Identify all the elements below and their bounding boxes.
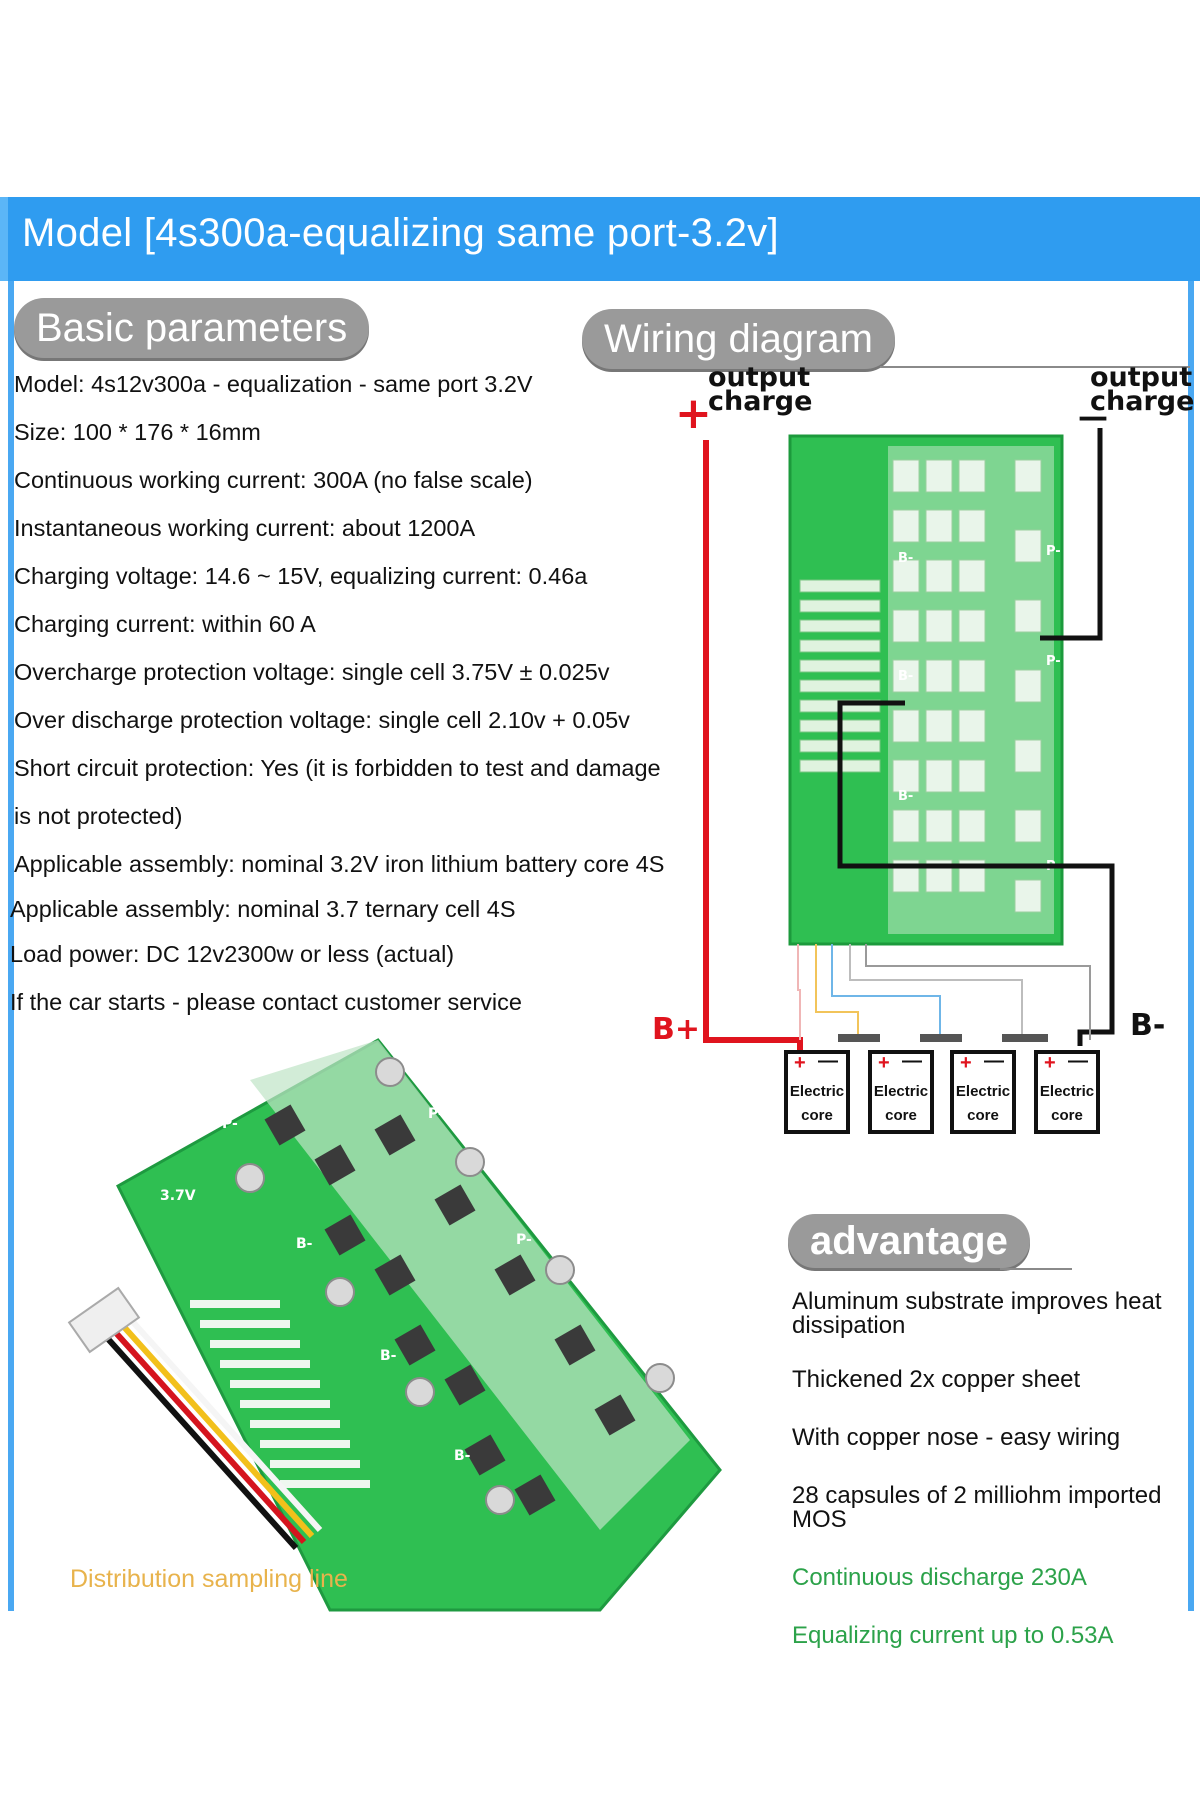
sense-wire-3 [831,944,941,1040]
advantage-item: Thickened 2x copper sheet [792,1366,1081,1393]
param-item: Size: 100 * 176 * 16mm [14,419,261,445]
b-minus-label: B- [1130,1008,1166,1043]
advantage-item-highlight: Equalizing current up to 0.53A [792,1622,1114,1649]
battery-cell: + — Electric core [868,1050,934,1134]
svg-text:P-: P- [516,1232,532,1248]
advantage-item: 28 capsules of 2 milliohm imported MOS [792,1482,1162,1533]
bms-board-photo: P- P- B- B- B- P- 3.7V [116,1038,722,1612]
cell-minus-sign: — [818,1050,838,1072]
svg-text:P-: P- [1046,544,1061,559]
cell-minus-sign: — [902,1050,922,1072]
basic-parameters-list: Model: 4s12v300a - equalization - same p… [10,360,704,1026]
param-item: Overcharge protection voltage: single ce… [14,659,610,685]
param-item: Charging voltage: 14.6 ~ 15V, equalizing… [14,563,588,589]
param-item: Over discharge protection voltage: singl… [14,707,630,733]
sense-wire-5 [865,944,1091,1040]
battery-cell: + — Electric core [950,1050,1016,1134]
svg-text:B-: B- [898,669,913,684]
cell-label: Electric core [955,1083,1011,1124]
svg-text:3.7V: 3.7V [160,1188,196,1204]
sampling-cable [67,1286,323,1551]
output-charge-right-label: output charge [1090,362,1195,417]
cell-plus-sign: + [960,1052,972,1074]
title-banner: Model [4s300a-equalizing same port-3.2v] [0,197,1200,281]
battery-cell: + — Electric core [1034,1050,1100,1134]
cell-plus-sign: + [794,1052,806,1074]
advantage-item-highlight: Continuous discharge 230A [792,1564,1087,1591]
cell-minus-sign: — [984,1050,1004,1072]
minus-terminal-sign: — [1078,400,1108,435]
svg-text:P-: P- [222,1116,238,1132]
advantage-heading: advantage [788,1214,1030,1268]
svg-text:B-: B- [380,1348,397,1364]
svg-text:B-: B- [898,551,913,566]
page-title: Model [4s300a-equalizing same port-3.2v] [22,211,779,255]
param-item: Applicable assembly: nominal 3.2V iron l… [14,851,665,877]
param-item: is not protected) [14,803,183,829]
b-plus-label: B+ [652,1012,701,1047]
param-item: Load power: DC 12v2300w or less (actual) [10,941,455,967]
wiring-diagram-heading: Wiring diagram [582,309,895,369]
advantage-item: Aluminum substrate improves heat dissipa… [792,1288,1162,1339]
heading-underline [880,366,1190,368]
param-item: Instantaneous working current: about 120… [14,515,476,541]
sense-wire-2 [815,944,859,1040]
svg-text:P-: P- [1046,654,1061,669]
svg-text:B-: B- [454,1448,471,1464]
advantage-list: Aluminum substrate improves heat dissipa… [792,1290,1192,1670]
cell-minus-sign: — [1068,1050,1088,1072]
param-item: Applicable assembly: nominal 3.7 ternary… [10,896,516,922]
cell-label: Electric core [873,1083,929,1124]
battery-cell: + — Electric core [784,1050,850,1134]
distribution-sampling-line-label: Distribution sampling line [70,1565,348,1593]
basic-parameters-heading: Basic parameters [14,298,370,358]
param-item: Short circuit protection: Yes (it is for… [14,755,661,781]
output-charge-left-label: output charge [708,362,813,417]
cell-plus-sign: + [878,1052,890,1074]
svg-text:B-: B- [898,789,913,804]
plus-terminal-sign: + [675,388,712,439]
svg-text:B-: B- [296,1236,313,1252]
param-item: Charging current: within 60 A [14,611,316,637]
sense-wire-4 [849,944,1023,1040]
sense-wire-1 [797,944,801,1040]
svg-text:P-: P- [428,1106,444,1122]
cell-plus-sign: + [1044,1052,1056,1074]
advantage-item: With copper nose - easy wiring [792,1424,1121,1451]
mosfet-pads [892,459,1042,913]
output-negative-wire [1040,428,1103,641]
cell-label: Electric core [1039,1083,1095,1124]
heading-underline [1000,1268,1072,1270]
cell-label: Electric core [789,1083,845,1124]
param-item: Model: 4s12v300a - equalization - same p… [14,371,533,397]
param-item: Continuous working current: 300A (no fal… [14,467,533,493]
red-wire [703,440,803,1050]
b-minus-wire [837,700,1115,1046]
param-item: If the car starts - please contact custo… [10,989,522,1015]
